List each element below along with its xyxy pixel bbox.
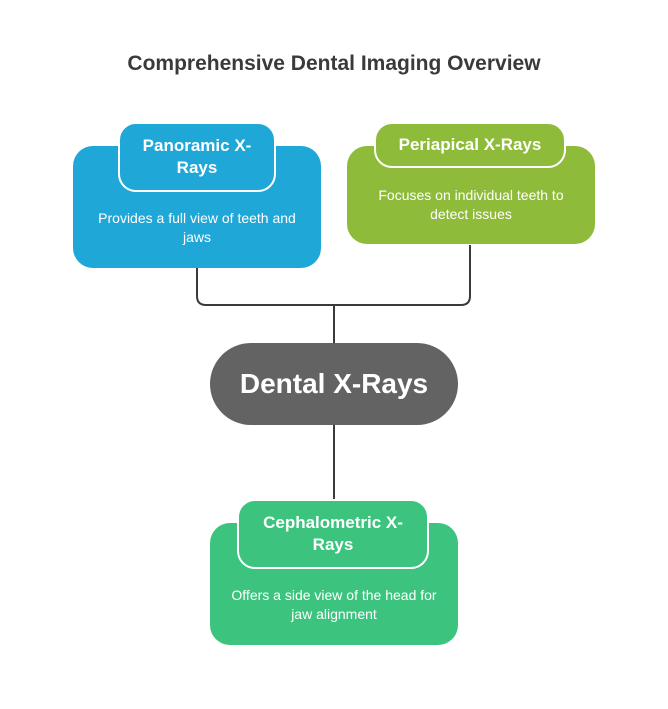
periapical-title: Periapical X-Rays: [374, 122, 566, 168]
periapical-card: Focuses on individual teeth to detect is…: [347, 146, 595, 244]
center-node: Dental X-Rays: [210, 343, 458, 425]
panoramic-description: Provides a full view of teeth and jaws: [98, 210, 296, 245]
cephalometric-title: Cephalometric X-Rays: [237, 499, 429, 569]
diagram-title: Comprehensive Dental Imaging Overview: [127, 52, 541, 75]
periapical-description: Focuses on individual teeth to detect is…: [378, 187, 564, 222]
cephalometric-description: Offers a side view of the head for jaw a…: [231, 587, 437, 622]
panoramic-title: Panoramic X-Rays: [118, 122, 276, 192]
